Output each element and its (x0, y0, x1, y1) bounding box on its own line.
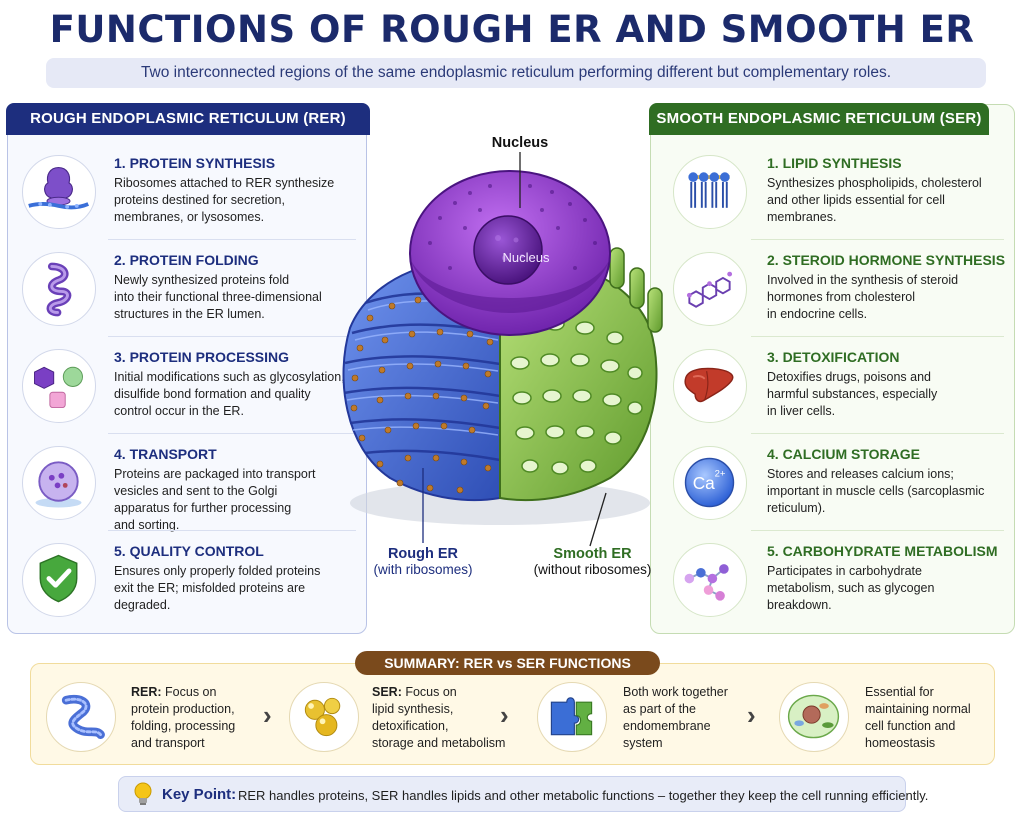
ser-item-title: 1. LIPID SYNTHESIS (767, 155, 902, 171)
summary-header: SUMMARY: RER vs SER FUNCTIONS (355, 651, 660, 675)
rer-item-title: 1. PROTEIN SYNTHESIS (114, 155, 276, 171)
chevron-right-icon: › (747, 700, 756, 730)
chevron-right-icon: › (263, 700, 272, 730)
ser-item-text: Stores and releases calcium ions;importa… (767, 467, 985, 515)
rer-item-protein-processing: 3. PROTEIN PROCESSING Initial modificati… (8, 337, 366, 434)
rer-item-title: 2. PROTEIN FOLDING (114, 252, 259, 268)
rer-item-title: 4. TRANSPORT (114, 446, 217, 462)
phospholipid-icon (673, 155, 747, 229)
subtitle-banner: Two interconnected regions of the same e… (46, 58, 986, 88)
key-point-label: Key Point: (162, 786, 237, 803)
rer-item-title: 5. QUALITY CONTROL (114, 543, 264, 559)
rer-item-quality-control: 5. QUALITY CONTROL Ensures only properly… (8, 531, 366, 628)
key-point-text: RER handles proteins, SER handles lipids… (238, 788, 929, 803)
rer-item-transport: 4. TRANSPORT Proteins are packaged into … (8, 434, 366, 532)
ser-panel-header: SMOOTH ENDOPLASMIC RETICULUM (SER) (649, 103, 989, 135)
rough-er-label: Rough ER (with ribosomes) (373, 546, 473, 577)
ser-item-title: 5. CARBOHYDRATE METABOLISM (767, 543, 998, 559)
ser-panel: SMOOTH ENDOPLASMIC RETICULUM (SER) 1. LI… (649, 103, 1015, 634)
rer-item-title: 3. PROTEIN PROCESSING (114, 349, 290, 365)
ser-item-lipid-synthesis: 1. LIPID SYNTHESIS Synthesizes phospholi… (651, 143, 1014, 240)
lightbulb-icon (134, 782, 152, 805)
protein-chain-icon (46, 682, 116, 752)
steroid-molecule-icon (673, 252, 747, 326)
puzzle-icon (537, 682, 607, 752)
ser-item-carbohydrate-metabolism: 5. CARBOHYDRATE METABOLISM Participates … (651, 531, 1014, 628)
glycogen-chain-icon (673, 543, 747, 617)
key-point-box (118, 776, 906, 812)
ser-item-title: 3. DETOXIFICATION (767, 349, 900, 365)
cell-icon (779, 682, 849, 752)
rer-panel-header: ROUGH ENDOPLASMIC RETICULUM (RER) (6, 103, 370, 135)
shield-check-icon (22, 543, 96, 617)
rer-panel: ROUGH ENDOPLASMIC RETICULUM (RER) 1. PRO… (6, 103, 370, 634)
nucleus-inner-label: Nucleus (502, 250, 550, 265)
folded-protein-icon (22, 252, 96, 326)
nucleus-label: Nucleus (491, 135, 549, 151)
ser-item-detoxification: 3. DETOXIFICATION Detoxifies drugs, pois… (651, 337, 1014, 434)
rer-item-protein-synthesis: 1. PROTEIN SYNTHESIS Ribosomes attached … (8, 143, 366, 240)
vesicle-icon (22, 446, 96, 520)
calcium-charge: 2+ (715, 469, 726, 480)
er-illustration (342, 152, 663, 547)
calcium-symbol: Ca (693, 473, 715, 493)
ribosome-icon (22, 155, 96, 229)
smooth-er-label: Smooth ER (without ribosomes) (533, 546, 652, 577)
ser-item-steroid-synthesis: 2. STEROID HORMONE SYNTHESIS Involved in… (651, 240, 1014, 337)
molecule-shapes-icon (22, 349, 96, 423)
calcium-ion-icon: Ca 2+ (673, 446, 747, 520)
lipid-droplets-icon (289, 682, 359, 752)
rer-item-text: Initial modifications such as glycosylat… (114, 370, 345, 418)
ser-item-title: 2. STEROID HORMONE SYNTHESIS (767, 252, 1006, 268)
chevron-right-icon: › (500, 700, 509, 730)
summary-ser-text: SER: Focus on lipid synthesis,detoxifica… (372, 685, 506, 750)
rer-item-protein-folding: 2. PROTEIN FOLDING Newly synthesized pro… (8, 240, 366, 337)
summary-rer-text: RER: Focus on protein production,folding… (131, 685, 236, 750)
nucleus-structure (409, 170, 611, 336)
page-title: FUNCTIONS OF ROUGH ER AND SMOOTH ER (49, 8, 975, 51)
liver-icon (673, 349, 747, 423)
ser-item-title: 4. CALCIUM STORAGE (767, 446, 920, 462)
ser-item-calcium-storage: Ca 2+ 4. CALCIUM STORAGE Stores and rele… (651, 434, 1014, 531)
